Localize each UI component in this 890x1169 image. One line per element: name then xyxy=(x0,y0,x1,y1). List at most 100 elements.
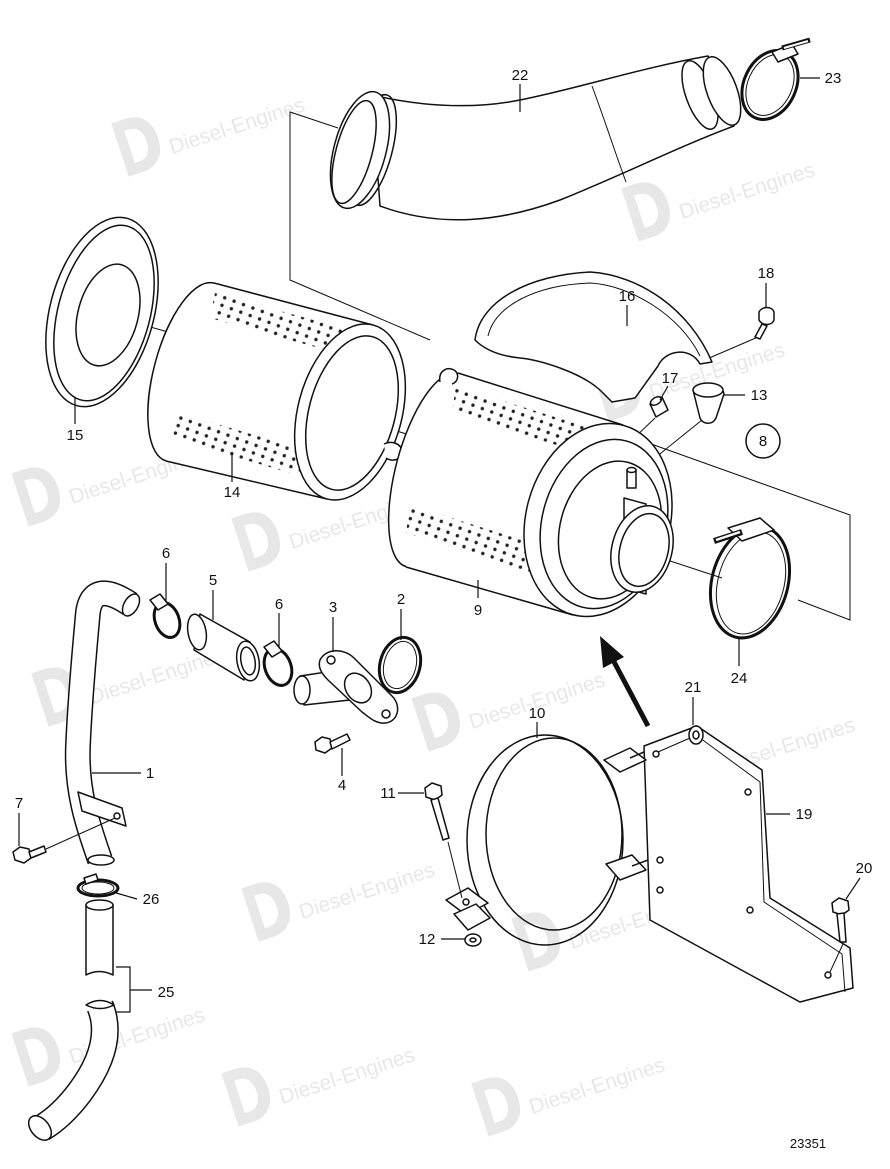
watermark-logo xyxy=(511,912,561,972)
screw-head xyxy=(758,306,775,326)
arrow-head xyxy=(600,636,624,668)
bolt-20 xyxy=(829,897,850,973)
hose-lower-fill xyxy=(35,1001,118,1139)
band-lug-lower xyxy=(453,903,491,931)
filter-element xyxy=(147,281,407,501)
nut xyxy=(464,933,482,947)
clamp-tab xyxy=(83,873,99,885)
housing-outlet-inner xyxy=(618,512,670,588)
watermark-text: Diesel-Engines xyxy=(526,1053,667,1119)
clamp-screw-core xyxy=(783,40,809,49)
callout-4: 4 xyxy=(338,777,346,794)
bracket-hole xyxy=(656,856,664,864)
watermark: Diesel-Engines xyxy=(411,668,608,752)
callout-2: 2 xyxy=(397,591,405,608)
o-ring-2 xyxy=(377,635,423,695)
duct-body xyxy=(371,55,735,221)
hose-clamp-26 xyxy=(76,873,120,898)
callout-25: 25 xyxy=(158,984,175,1001)
callout-13: 13 xyxy=(751,387,768,404)
frame-line-left xyxy=(289,111,431,341)
band-stud-lower xyxy=(631,859,649,867)
band-outer xyxy=(466,734,624,946)
duct-outlet-end xyxy=(702,56,742,126)
bracket-hole xyxy=(824,971,832,979)
bolt-axis xyxy=(829,943,844,973)
callout-15: 15 xyxy=(67,427,84,444)
washer-21 xyxy=(657,725,704,753)
cover-center-hole xyxy=(75,263,141,367)
callout-labels: 22 23 16 18 17 13 15 14 9 24 6 5 6 3 2 1… xyxy=(15,67,873,1151)
screw-shank xyxy=(754,323,768,340)
bolt-head xyxy=(12,846,32,864)
housing-nipple-top xyxy=(626,466,637,474)
callout-26: 26 xyxy=(143,891,160,908)
mounting-bracket xyxy=(643,725,854,1003)
filter-inner-opening xyxy=(304,335,400,491)
o-ring xyxy=(377,635,423,695)
bracket-plate xyxy=(643,725,854,1003)
watermark: Diesel-Engines xyxy=(471,1053,668,1137)
callout-20: 20 xyxy=(856,860,873,877)
frame-line-right xyxy=(639,439,851,621)
elbow-port xyxy=(343,672,373,704)
screw-18 xyxy=(754,306,775,340)
filter-top-edge xyxy=(213,282,374,326)
filter-bottom-edge xyxy=(165,460,328,500)
figure-number: 23351 xyxy=(790,1136,826,1151)
callout-11: 11 xyxy=(380,785,396,802)
housing-outlet xyxy=(610,505,674,593)
watermark-logo xyxy=(621,182,671,242)
short-hose-back xyxy=(186,613,208,651)
bolt-4 xyxy=(314,733,351,754)
bracket-hole xyxy=(744,788,752,796)
bracket-hole xyxy=(746,906,754,914)
valve-rim xyxy=(692,382,724,398)
bolt-7 xyxy=(12,817,116,864)
callout-12: 12 xyxy=(419,931,436,948)
hose-lower-end xyxy=(27,1115,53,1141)
housing-perforation-bottom xyxy=(406,505,560,580)
callout-9: 9 xyxy=(474,602,482,619)
watermark-logo xyxy=(411,692,461,752)
hose-25 xyxy=(27,899,152,1141)
washer-hole xyxy=(692,730,700,740)
watermark-logo xyxy=(231,512,281,572)
clamp-band-inner xyxy=(81,881,115,895)
dust-valve-13 xyxy=(692,382,725,424)
circled-callout-ring xyxy=(745,423,781,459)
watermark-logo xyxy=(471,1077,521,1137)
leader-26 xyxy=(115,892,138,900)
arrow-shaft xyxy=(609,656,651,728)
leader-lines xyxy=(18,77,861,940)
callout-6-left: 6 xyxy=(162,545,170,562)
short-hose-bore xyxy=(239,646,257,676)
leader-20 xyxy=(845,877,861,900)
hose-bracket-hole xyxy=(113,812,121,820)
bolt-head xyxy=(314,736,333,754)
callout-18: 18 xyxy=(758,265,775,282)
housing-top-edge xyxy=(457,372,624,426)
nut-hole xyxy=(469,937,477,943)
elbow-pipe-end xyxy=(293,675,311,705)
callout-10: 10 xyxy=(529,705,546,722)
callout-23: 23 xyxy=(825,70,842,87)
watermark-logo xyxy=(11,467,61,527)
o-ring-inner xyxy=(382,640,418,690)
band-bracket-upper xyxy=(603,747,647,773)
elbow-3 xyxy=(293,650,399,724)
watermark-text: Diesel-Engines xyxy=(676,158,817,224)
short-hose-5 xyxy=(186,613,261,682)
callout-25-bracket xyxy=(116,966,131,1013)
callout-7: 7 xyxy=(15,795,23,812)
cover-shell-edge xyxy=(487,282,701,357)
callout-19: 19 xyxy=(796,806,813,823)
intake-duct xyxy=(329,55,742,221)
callout-21: 21 xyxy=(685,679,702,696)
band-lug-hole xyxy=(462,898,470,906)
band-inner xyxy=(485,737,623,931)
hose-upper-end xyxy=(85,899,114,911)
bracket-hole xyxy=(652,750,660,758)
bolt-axis xyxy=(447,841,463,899)
